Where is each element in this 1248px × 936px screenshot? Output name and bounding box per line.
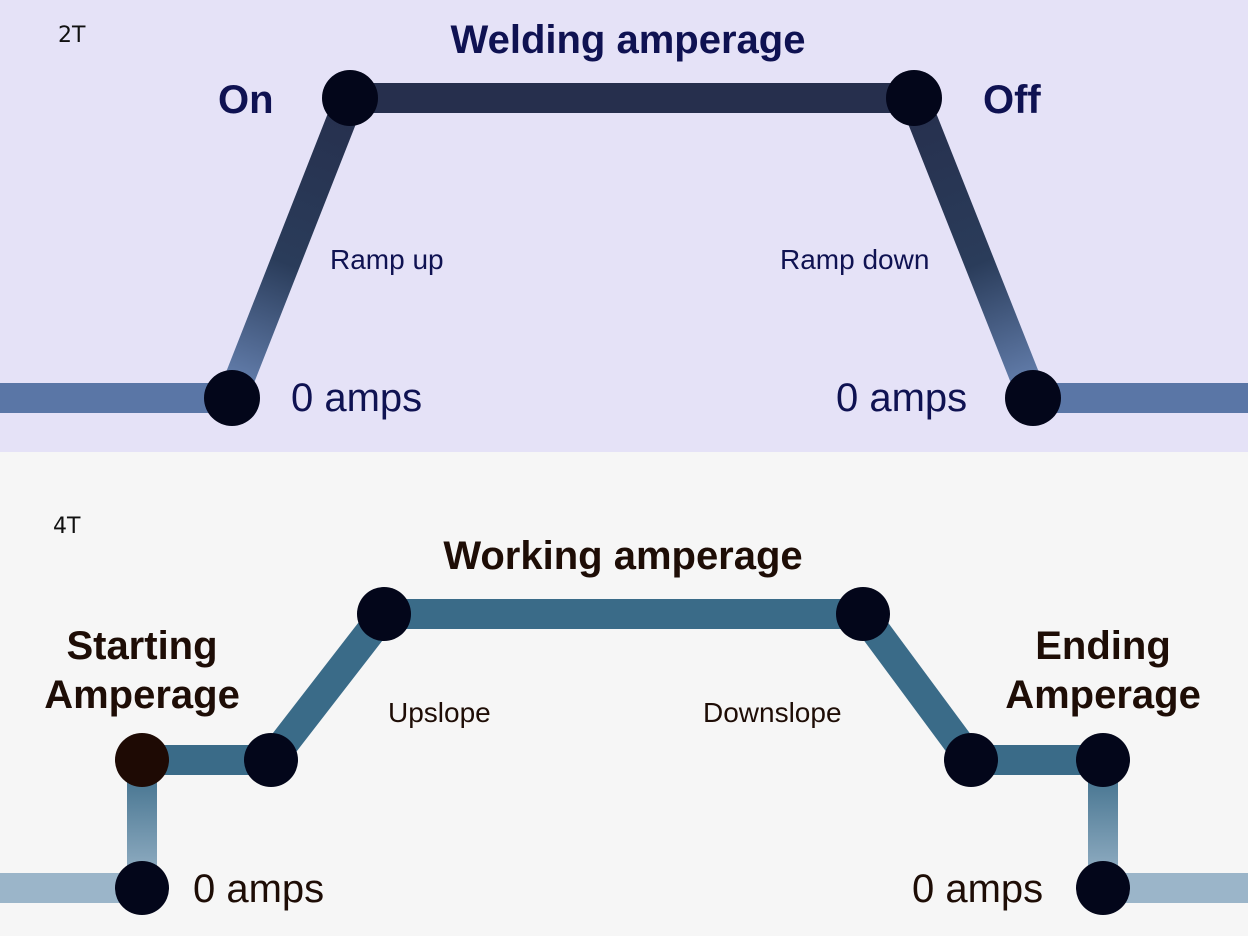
label-off: Off xyxy=(983,78,1041,122)
node-zero-left xyxy=(115,861,169,915)
node-off xyxy=(886,70,942,126)
label-starting-line1: Starting xyxy=(66,624,218,668)
panel-2t: 2T Welding amperage On Off Ramp up Ramp … xyxy=(0,0,1248,452)
node-ending-amperage xyxy=(1076,733,1130,787)
title-working-amperage: Working amperage xyxy=(443,534,803,578)
label-starting-amperage: Starting Amperage xyxy=(44,622,240,720)
diagram-4t xyxy=(0,587,1248,915)
label-ending-amperage: Ending Amperage xyxy=(1005,622,1201,720)
label-zero-amps-left: 0 amps xyxy=(291,376,423,420)
label-upslope: Upslope xyxy=(388,697,491,728)
label-downslope: Downslope xyxy=(703,697,842,728)
node-upslope-start xyxy=(244,733,298,787)
label-starting-line2: Amperage xyxy=(44,672,240,717)
mode-label-4t: 4T xyxy=(53,514,81,539)
mode-label-2t: 2T xyxy=(58,23,86,48)
node-starting-amperage xyxy=(115,733,169,787)
node-downslope-end xyxy=(944,733,998,787)
ramp-up-line xyxy=(218,92,364,404)
node-working-start xyxy=(357,587,411,641)
ramp-down-line xyxy=(900,92,1047,404)
diagram-2t xyxy=(0,70,1248,426)
label-on: On xyxy=(218,78,274,122)
downslope-line xyxy=(850,605,984,769)
panel-4t: 4T Working amperage Starting Amperage En… xyxy=(0,452,1248,936)
label-ramp-up: Ramp up xyxy=(330,244,444,275)
node-zero-right xyxy=(1005,370,1061,426)
label-zero-amps-right: 0 amps xyxy=(912,867,1044,911)
node-on xyxy=(322,70,378,126)
node-zero-right xyxy=(1076,861,1130,915)
node-zero-left xyxy=(204,370,260,426)
label-ramp-down: Ramp down xyxy=(780,244,930,275)
label-ending-line1: Ending xyxy=(1035,624,1171,668)
label-ending-line2: Amperage xyxy=(1005,672,1201,717)
label-zero-amps-left: 0 amps xyxy=(193,867,325,911)
label-zero-amps-right: 0 amps xyxy=(836,376,968,420)
title-welding-amperage: Welding amperage xyxy=(450,18,806,62)
node-working-end xyxy=(836,587,890,641)
upslope-line xyxy=(259,604,396,770)
